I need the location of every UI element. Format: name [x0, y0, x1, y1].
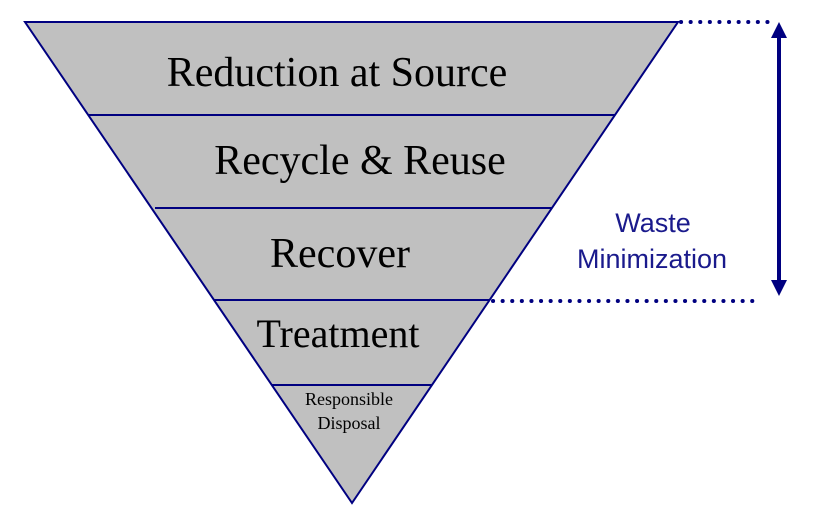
inverted-pyramid [23, 21, 680, 505]
level-treatment: Treatment [257, 311, 420, 356]
level-responsible-disposal-line2: Disposal [318, 413, 381, 433]
level-recycle-reuse: Recycle & Reuse [214, 138, 506, 184]
level-reduction-at-source: Reduction at Source [167, 50, 508, 96]
level-recover: Recover [270, 231, 410, 277]
waste-minimization-label-line2: Minimization [577, 244, 727, 274]
waste-minimization-label-line1: Waste [615, 208, 691, 238]
level-responsible-disposal-line1: Responsible [305, 389, 393, 409]
